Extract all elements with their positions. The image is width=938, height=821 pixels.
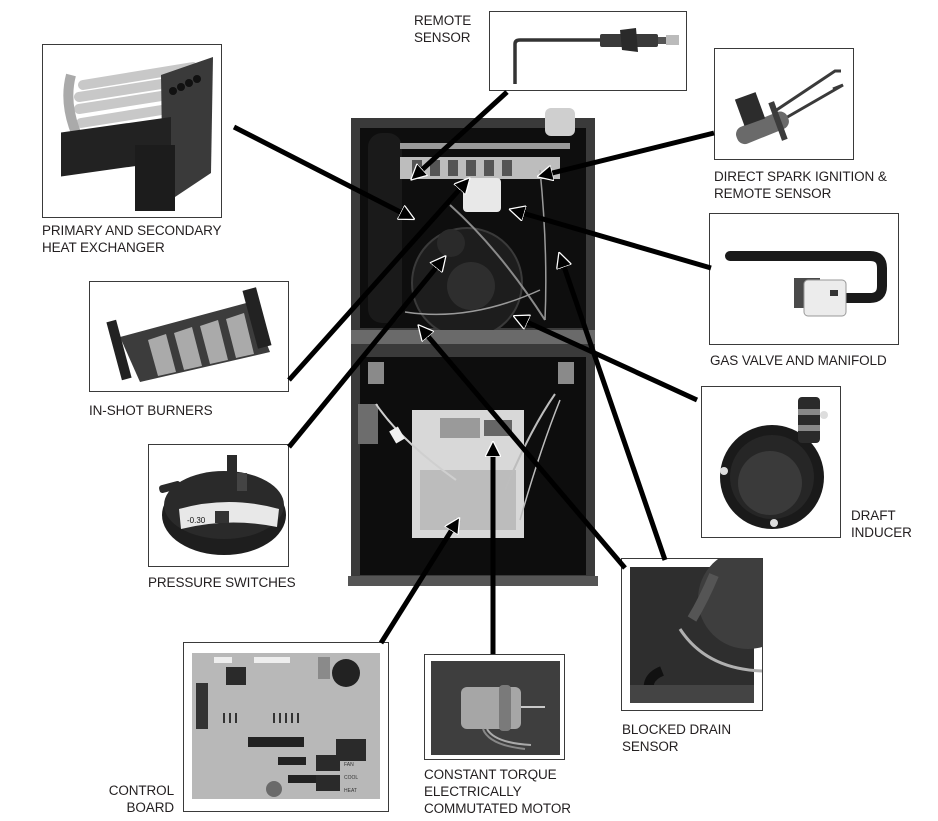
board-cool-text: COOL	[344, 775, 358, 781]
divider-shelf	[351, 330, 595, 344]
blocked-drain-sensor-photo	[621, 558, 763, 711]
board-fan-text: FAN	[344, 762, 354, 768]
heat-exchanger-image	[61, 57, 213, 211]
arrow-in-shot-burners	[287, 180, 468, 382]
draft-inducer-photo	[701, 386, 841, 538]
vent-cap	[545, 108, 575, 136]
vent-pipe	[368, 133, 402, 323]
direct-spark-ignition-photo	[714, 48, 854, 160]
gas-valve-label: GAS VALVE AND MANIFOLD	[710, 353, 887, 368]
arrow-blocked-drain-a	[420, 327, 627, 570]
pressure-switch-in-cabinet	[437, 229, 465, 257]
in-shot-burners-photo	[89, 281, 289, 392]
remote-sensor-label: REMOTE SENSOR	[414, 13, 472, 45]
arrow-draft-inducer	[516, 317, 699, 403]
arrow-pressure-switches	[287, 258, 444, 449]
ecm-motor-photo	[424, 654, 565, 760]
pressure-switch-image: -0.30	[159, 455, 286, 555]
blower-motor-image	[431, 661, 560, 755]
direct-spark-ignition-label: DIRECT SPARK IGNITION & REMOTE SENSOR	[714, 169, 887, 201]
inducer-blower-image	[720, 397, 828, 529]
arrow-control-board	[378, 520, 458, 645]
pressure-switches-photo: -0.30	[148, 444, 289, 567]
board-heat-text: HEAT	[344, 788, 357, 794]
arrow-heat-exchanger	[232, 124, 412, 221]
in-shot-burners-label: IN-SHOT BURNERS	[89, 403, 213, 418]
remote-sensor-photo	[489, 11, 687, 91]
pressure-setting-text: -0.30	[187, 516, 206, 525]
control-board-label: CONTROL BOARD	[108, 783, 174, 815]
ecm-motor-label: CONSTANT TORQUE ELECTRICALLY COMMUTATED …	[424, 767, 571, 816]
draft-inducer-label: DRAFT INDUCER	[851, 508, 912, 540]
burner-rail	[400, 143, 570, 149]
control-board-photo: FAN COOL HEAT	[183, 642, 389, 812]
arrow-gas-valve	[512, 210, 712, 271]
blocked-drain-sensor-label: BLOCKED DRAIN SENSOR	[622, 722, 731, 754]
burner-tray-image	[106, 287, 272, 382]
heat-exchanger-photo	[42, 44, 222, 218]
arrow-blocked-drain-b	[560, 255, 668, 561]
arrow-remote-sensor	[413, 90, 509, 178]
heat-exchanger-label: PRIMARY AND SECONDARY HEAT EXCHANGER	[42, 223, 222, 255]
spark-igniter-image	[734, 69, 844, 145]
arrow-direct-spark-ignition	[540, 130, 715, 176]
circuit-board-image: FAN COOL HEAT	[192, 653, 380, 799]
pressure-switches-label: PRESSURE SWITCHES	[148, 575, 296, 590]
cabinet-base	[348, 576, 598, 586]
gas-valve-photo	[709, 213, 899, 345]
remote-sensor-image	[513, 28, 679, 84]
drain-sensor-image	[630, 559, 762, 703]
inducer-motor	[447, 262, 495, 310]
gas-valve-in-cabinet	[463, 178, 501, 212]
gas-valve-image	[725, 251, 887, 317]
